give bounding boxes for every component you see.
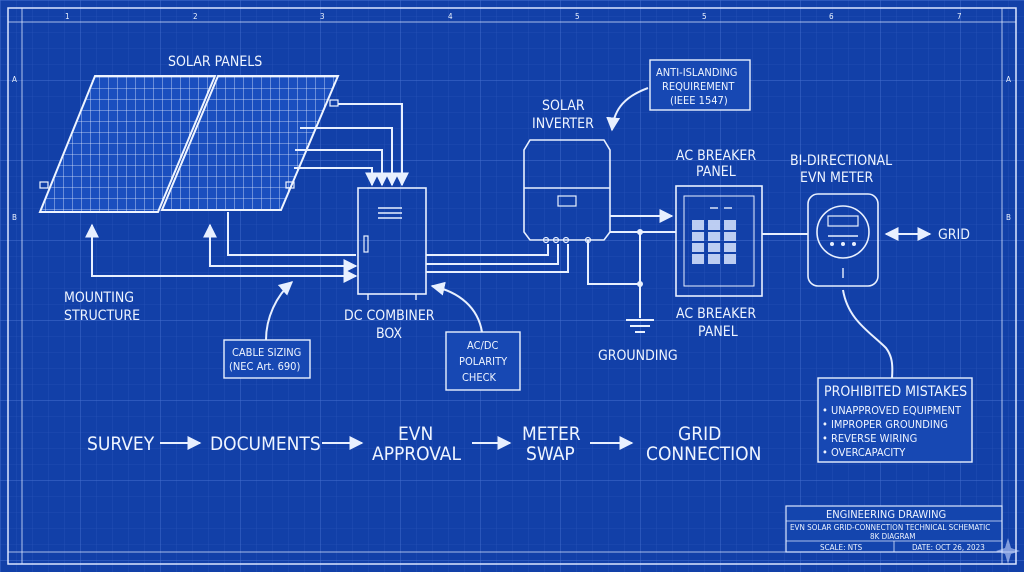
prohibited-item: • REVERSE WIRING	[822, 432, 917, 445]
prohibited-item: • OVERCAPACITY	[822, 446, 906, 459]
meter-label-2: EVN METER	[800, 170, 873, 186]
frame-col-5: 5	[575, 12, 580, 21]
mounting-structure-label: MOUNTING STRUCTURE	[64, 290, 140, 324]
process-step-meter: METER	[522, 423, 581, 445]
cable-sizing-callout: CABLE SIZING (NEC Art. 690)	[223, 281, 311, 379]
title-block: ENGINEERING DRAWING EVN SOLAR GRID-CONNE…	[785, 505, 1003, 553]
process-step-swap: SWAP	[526, 443, 575, 465]
svg-text:POLARITY: POLARITY	[459, 355, 508, 368]
svg-text:CHECK: CHECK	[462, 371, 497, 384]
meter-label-1: BI-DIRECTIONAL	[790, 153, 892, 169]
ac-breaker-panel: AC BREAKER PANEL AC BREAKER PANEL	[675, 148, 763, 340]
svg-text:AC/DC: AC/DC	[467, 339, 498, 352]
svg-text:(IEEE 1547): (IEEE 1547)	[670, 94, 728, 107]
solar-panels: SOLAR PANELS	[38, 54, 340, 213]
prohibited-mistakes-box: PROHIBITED MISTAKES • UNAPPROVED EQUIPME…	[817, 289, 973, 463]
frame-row-a: A	[12, 75, 17, 84]
frame-col-7: 7	[957, 12, 962, 21]
breaker-bottom-label-1: AC BREAKER	[676, 306, 756, 322]
title-block-heading: ENGINEERING DRAWING	[826, 508, 946, 521]
dc-wiring	[85, 103, 409, 283]
frame-col-4: 4	[448, 12, 453, 21]
svg-text:STRUCTURE: STRUCTURE	[64, 308, 140, 324]
process-step-grid: GRID	[678, 423, 721, 445]
title-block-scale: SCALE: NTS	[820, 543, 863, 552]
inverter-label-2: INVERTER	[532, 116, 594, 132]
process-step-evn: EVN	[398, 423, 433, 445]
prohibited-title: PROHIBITED MISTAKES	[824, 384, 967, 400]
evn-meter: BI-DIRECTIONAL EVN METER GRID	[790, 153, 970, 287]
polarity-callout: AC/DC POLARITY CHECK	[430, 281, 521, 391]
svg-text:MOUNTING: MOUNTING	[64, 290, 134, 306]
frame-row-a-right: A	[1006, 75, 1011, 84]
prohibited-item: • IMPROPER GROUNDING	[822, 418, 948, 431]
breaker-bottom-label-2: PANEL	[698, 324, 738, 340]
solar-panel-left	[38, 75, 217, 213]
frame-col-1: 1	[65, 12, 70, 21]
frame-col-3: 3	[320, 12, 325, 21]
ac-wiring: GROUNDING	[587, 209, 678, 364]
frame-col-2: 2	[193, 12, 198, 21]
title-block-date: DATE: OCT 26, 2023	[912, 543, 985, 552]
grid-label: GRID	[938, 227, 970, 243]
frame-col-5b: 5	[702, 12, 707, 21]
solar-panels-label: SOLAR PANELS	[168, 54, 262, 70]
svg-text:(NEC Art. 690): (NEC Art. 690)	[229, 360, 300, 373]
frame-row-b-right: B	[1006, 213, 1011, 222]
svg-text:REQUIREMENT: REQUIREMENT	[662, 80, 735, 93]
grounding-label: GROUNDING	[598, 348, 678, 364]
solar-panel-right	[160, 75, 340, 211]
breaker-top-label-1: AC BREAKER	[676, 148, 756, 164]
svg-text:ANTI-ISLANDING: ANTI-ISLANDING	[656, 66, 737, 79]
svg-text:CABLE SIZING: CABLE SIZING	[232, 346, 301, 359]
sparkle-icon	[996, 538, 1020, 564]
frame-col-6: 6	[829, 12, 834, 21]
combiner-label-1: DC COMBINER	[344, 308, 435, 324]
drawing-frame: 1 2 3 4 5 5 6 7 A A B B	[7, 7, 1017, 565]
process-step-approval: APPROVAL	[372, 443, 461, 465]
process-step-documents: DOCUMENTS	[210, 433, 321, 455]
title-block-subtitle2: 8K DIAGRAM	[870, 532, 915, 541]
title-block-subtitle: EVN SOLAR GRID-CONNECTION TECHNICAL SCHE…	[790, 523, 990, 532]
process-step-connection: CONNECTION	[646, 443, 761, 465]
solar-inverter: SOLAR INVERTER	[523, 98, 611, 244]
anti-islanding-callout: ANTI-ISLANDING REQUIREMENT (IEEE 1547)	[606, 59, 751, 132]
process-step-survey: SURVEY	[87, 433, 155, 455]
dc-combiner-box: DC COMBINER BOX	[344, 187, 435, 342]
combiner-label-2: BOX	[376, 326, 402, 342]
prohibited-item: • UNAPPROVED EQUIPMENT	[822, 404, 962, 417]
combiner-inverter-wiring	[426, 244, 569, 273]
breaker-top-label-2: PANEL	[696, 164, 736, 180]
process-flow: SURVEY DOCUMENTS EVN APPROVAL METER SWAP…	[87, 423, 761, 465]
inverter-label-1: SOLAR	[542, 98, 585, 114]
frame-row-b: B	[12, 213, 17, 222]
